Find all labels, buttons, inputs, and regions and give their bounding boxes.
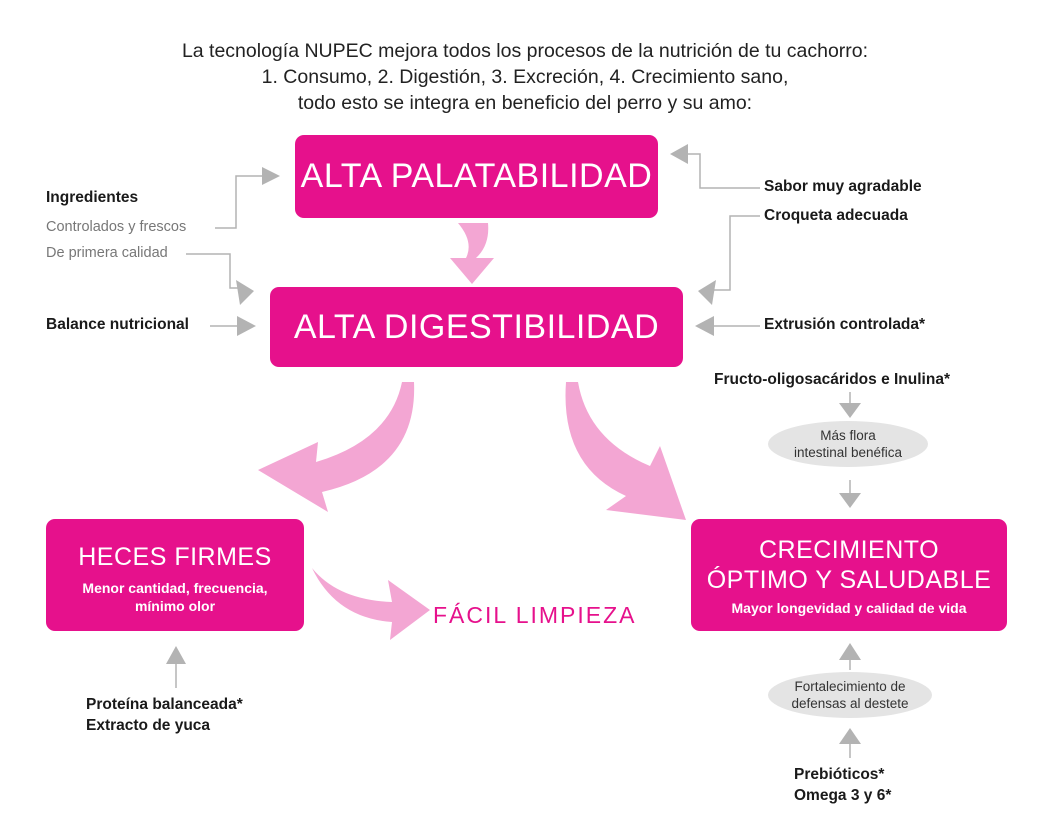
arrowhead-flora <box>839 403 861 418</box>
box-optimal-growth-subtitle: Mayor longevidad y calidad de vida <box>731 600 967 616</box>
arrowhead-digestibility-left <box>237 316 256 336</box>
pink-arrow-stools-to-clean <box>312 568 430 640</box>
intro-line-1: La tecnología NUPEC mejora todos los pro… <box>181 40 869 62</box>
box-high-palatability: ALTA PALATABILIDAD <box>295 135 658 218</box>
label-controlled-extrusion: Extrusión controlada* <box>764 316 926 333</box>
box-firm-stools: HECES FIRMES Menor cantidad, frecuencia,… <box>46 519 304 631</box>
easy-clean-label: FÁCIL LIMPIEZA <box>433 602 637 628</box>
arrowhead-defense <box>839 728 861 744</box>
label-balanced-protein: Proteína balanceada* <box>86 696 243 713</box>
box-firm-stools-sub-line-1: Menor cantidad, frecuencia, <box>82 580 268 596</box>
intro-line-2: 1. Consumo, 2. Digestión, 3. Excreción, … <box>261 66 789 88</box>
pink-arrow-digestibility-to-stools <box>258 382 415 512</box>
box-high-digestibility: ALTA DIGESTIBILIDAD <box>270 287 683 367</box>
arrowhead-digestibility-right-top <box>698 280 716 305</box>
arrowhead-growth-bottom <box>839 643 861 660</box>
label-ingredients: Ingredientes <box>46 189 139 206</box>
arrowhead-growth-top <box>839 493 861 508</box>
box-optimal-growth-title-line-1: CRECIMIENTO <box>758 536 940 564</box>
connector-taste-to-palatability <box>688 153 760 189</box>
arrowhead-palatability-left <box>262 167 280 185</box>
box-firm-stools-subtitle: Menor cantidad, frecuencia, mínimo olor <box>46 579 304 615</box>
ellipse-flora-line-1: Más flora <box>820 428 876 443</box>
label-omega: Omega 3 y 6* <box>794 787 892 804</box>
arrowhead-palatability-right <box>670 144 688 164</box>
box-optimal-growth: CRECIMIENTO ÓPTIMO Y SALUDABLE Mayor lon… <box>691 519 1007 631</box>
label-first-quality: De primera calidad <box>46 245 168 261</box>
box-firm-stools-sub-line-2: mínimo olor <box>134 598 216 614</box>
pink-arrow-palatability-to-digestibility <box>450 223 494 284</box>
pink-arrow-digestibility-to-growth <box>565 382 686 520</box>
connector-kibble-to-digestibility <box>714 215 760 291</box>
ellipse-defense-line-2: defensas al destete <box>791 696 909 711</box>
connector-controlled-to-palatability <box>215 175 262 229</box>
label-suitable-kibble: Croqueta adecuada <box>764 207 908 224</box>
ellipse-weaning-defenses: Fortalecimiento de defensas al destete <box>768 672 932 718</box>
connector-quality-to-digestibility <box>186 253 240 289</box>
arrowhead-digestibility-left-top <box>236 280 254 305</box>
intro-text: La tecnología NUPEC mejora todos los pro… <box>60 38 990 116</box>
ellipse-flora-line-2: intestinal benéfica <box>793 445 903 460</box>
label-controlled-fresh: Controlados y frescos <box>46 219 187 235</box>
label-prebiotics: Prebióticos* <box>794 766 885 783</box>
box-high-digestibility-title: ALTA DIGESTIBILIDAD <box>293 308 660 346</box>
label-pleasant-taste: Sabor muy agradable <box>764 178 922 195</box>
intro-line-3: todo esto se integra en beneficio del pe… <box>297 92 753 114</box>
ellipse-defense-line-1: Fortalecimiento de <box>794 679 906 694</box>
stools-inputs: Proteína balanceada* Extracto de yuca <box>86 694 243 736</box>
label-yucca-extract: Extracto de yuca <box>86 717 211 734</box>
box-optimal-growth-title: CRECIMIENTO ÓPTIMO Y SALUDABLE <box>691 535 1007 595</box>
label-nutritional-balance: Balance nutricional <box>46 316 189 333</box>
ellipse-beneficial-flora: Más flora intestinal benéfica <box>768 421 928 467</box>
box-optimal-growth-title-line-2: ÓPTIMO Y SALUDABLE <box>706 566 992 594</box>
arrowhead-stools-bottom <box>166 646 186 664</box>
growth-inputs: Prebióticos* Omega 3 y 6* <box>794 764 891 806</box>
box-high-palatability-title: ALTA PALATABILIDAD <box>300 157 653 195</box>
arrowhead-digestibility-right <box>695 316 714 336</box>
label-fos-inulin: Fructo-oligosacáridos e Inulina* <box>714 371 950 388</box>
box-firm-stools-title: HECES FIRMES <box>78 543 272 571</box>
